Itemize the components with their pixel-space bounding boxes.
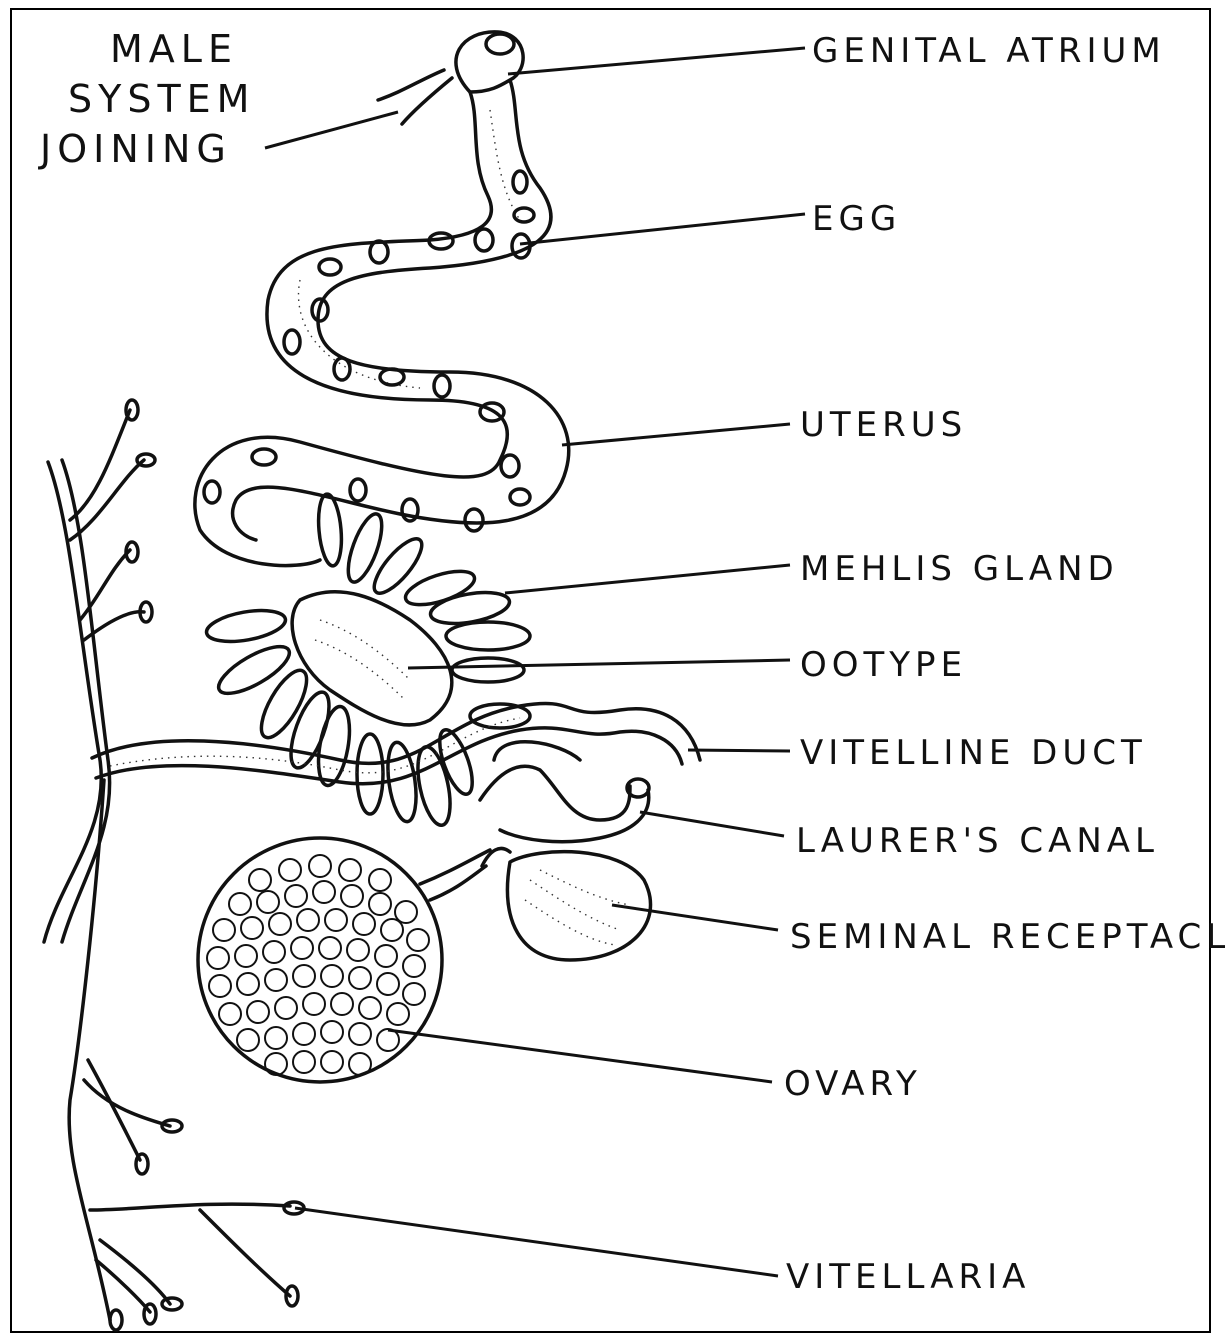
label-vitelline-duct: VITELLINE DUCT <box>800 733 1147 773</box>
label-seminal-receptacle: SEMINAL RECEPTACLE <box>790 917 1225 957</box>
vitellaria-shape <box>44 400 304 1330</box>
leader-genital-atrium <box>508 48 805 74</box>
genital-atrium-shape <box>378 32 523 124</box>
label-male-system-line3: JOINING <box>38 127 232 171</box>
leader-vitelline-duct <box>688 750 790 751</box>
vitellaria-follicle <box>126 400 138 420</box>
leader-lines <box>265 48 805 1276</box>
mehlis-gland-shape <box>204 493 530 828</box>
leader-vitellaria <box>295 1208 778 1276</box>
egg <box>380 369 404 385</box>
laurers-canal-shape <box>480 742 649 842</box>
egg <box>475 229 493 251</box>
leader-ovary <box>388 1030 772 1082</box>
ootype-shape <box>292 592 452 725</box>
egg <box>465 509 483 531</box>
leader-egg <box>520 214 805 244</box>
egg <box>252 449 276 465</box>
egg <box>204 481 220 503</box>
vitellaria-follicle <box>162 1298 182 1310</box>
label-ootype: OOTYPE <box>800 645 967 685</box>
vitellaria-follicle <box>144 1304 156 1324</box>
label-male-system-line2: SYSTEM <box>68 77 255 121</box>
leader-seminal-receptacle <box>612 905 778 930</box>
leader-male-system <box>265 112 398 148</box>
label-vitellaria: VITELLARIA <box>786 1257 1030 1297</box>
egg <box>434 375 450 397</box>
label-ovary: OVARY <box>784 1064 922 1104</box>
egg <box>284 330 300 354</box>
egg <box>334 358 350 380</box>
ovary-shape <box>198 838 490 1082</box>
egg <box>319 259 341 275</box>
egg <box>510 489 530 505</box>
label-uterus: UTERUS <box>800 405 967 445</box>
vitellaria-follicle <box>137 454 155 466</box>
label-mehlis-gland: MEHLIS GLAND <box>800 549 1119 589</box>
egg <box>513 171 527 193</box>
egg <box>350 479 366 501</box>
leader-uterus <box>562 424 790 445</box>
vitellaria-follicle <box>110 1310 122 1330</box>
egg <box>514 208 534 222</box>
leader-mehlis-gland <box>505 565 790 593</box>
egg <box>370 241 388 263</box>
label-egg: EGG <box>812 199 901 239</box>
label-genital-atrium: GENITAL ATRIUM <box>812 31 1166 71</box>
label-laurers-canal: LAURER'S CANAL <box>796 821 1159 861</box>
leader-laurers-canal <box>640 812 784 836</box>
egg <box>402 499 418 521</box>
label-male-system-line1: MALE <box>110 27 238 71</box>
egg <box>501 455 519 477</box>
seminal-receptacle-shape <box>482 848 651 960</box>
ovary-cells <box>207 855 429 1075</box>
vitellaria-follicle <box>136 1154 148 1174</box>
